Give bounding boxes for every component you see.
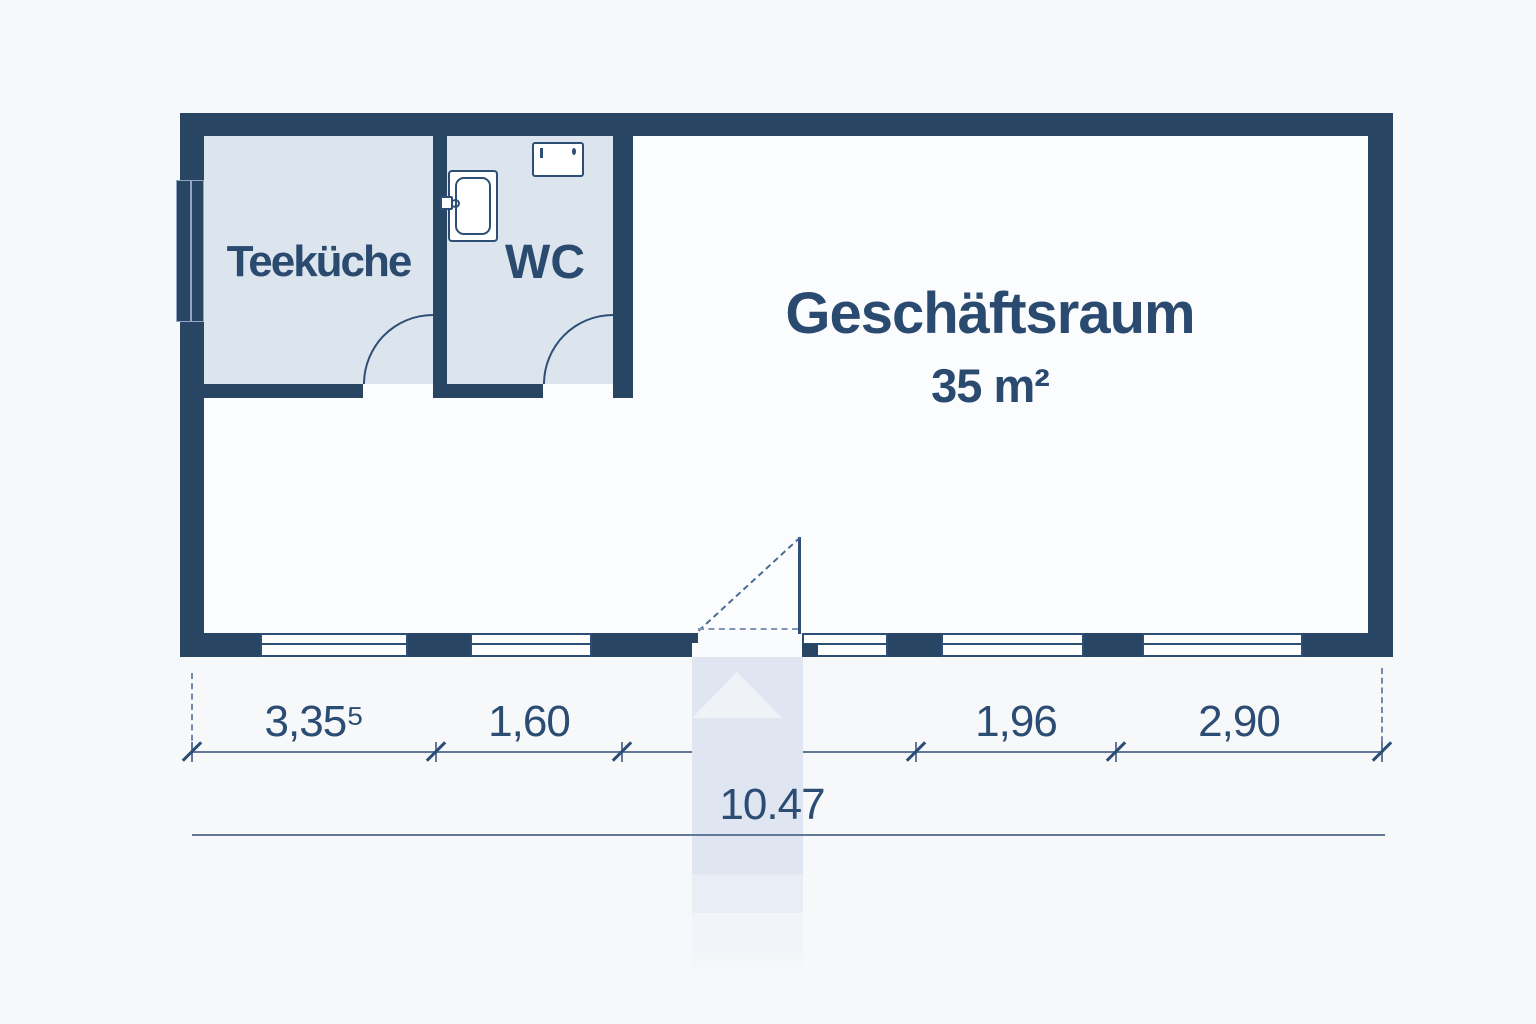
window-pane-line xyxy=(262,643,406,645)
window-left-wall xyxy=(176,180,204,322)
extension-line-right xyxy=(1381,668,1383,752)
window-pane-line xyxy=(1144,643,1301,645)
wc-sink-basin xyxy=(455,177,491,235)
window-pane-line xyxy=(804,643,886,645)
wc-cistern-button xyxy=(572,148,576,155)
wc-cistern-handle xyxy=(540,148,543,158)
total-dimension-line xyxy=(192,834,1385,836)
wall-wc-bottom xyxy=(433,384,543,398)
window-mullion xyxy=(190,181,192,321)
window-4 xyxy=(941,633,1084,657)
geschaeftsraum-area-label: 35 m² xyxy=(931,359,1050,412)
teekueche-label: Teeküche xyxy=(226,237,413,286)
window-pane-line xyxy=(472,643,590,645)
entrance-opening xyxy=(692,633,802,657)
total-dimension-label: 10.47 xyxy=(719,780,825,829)
wc-faucet-arc xyxy=(451,199,460,208)
wall-teekueche-bottom xyxy=(204,384,363,398)
entrance-jamb-right xyxy=(802,644,818,657)
dimension-label-1: 3,35⁵ xyxy=(264,697,365,746)
window-1 xyxy=(260,633,408,657)
wall-teekueche-wc xyxy=(433,136,447,398)
extension-line-left xyxy=(191,673,193,751)
dimension-label-2: 1,60 xyxy=(488,697,571,746)
window-5 xyxy=(1142,633,1303,657)
wall-wc-right xyxy=(613,136,633,398)
entrance-arrow-icon xyxy=(692,672,782,718)
geschaeftsraum-label: Geschäftsraum xyxy=(785,281,1195,346)
wc-label: WC xyxy=(505,236,585,289)
dimension-label-3: 1,96 xyxy=(975,697,1058,746)
window-pane-line xyxy=(943,643,1082,645)
entrance-jamb-left xyxy=(688,633,698,643)
wc-cistern-symbol xyxy=(532,142,584,177)
outer-wall-top xyxy=(180,113,1393,136)
outer-wall-right xyxy=(1368,113,1393,657)
dimension-label-4: 2,90 xyxy=(1198,697,1281,746)
entrance-door-leaf xyxy=(798,537,801,634)
window-2 xyxy=(470,633,592,657)
entrance-threshold-dashed xyxy=(698,628,798,630)
